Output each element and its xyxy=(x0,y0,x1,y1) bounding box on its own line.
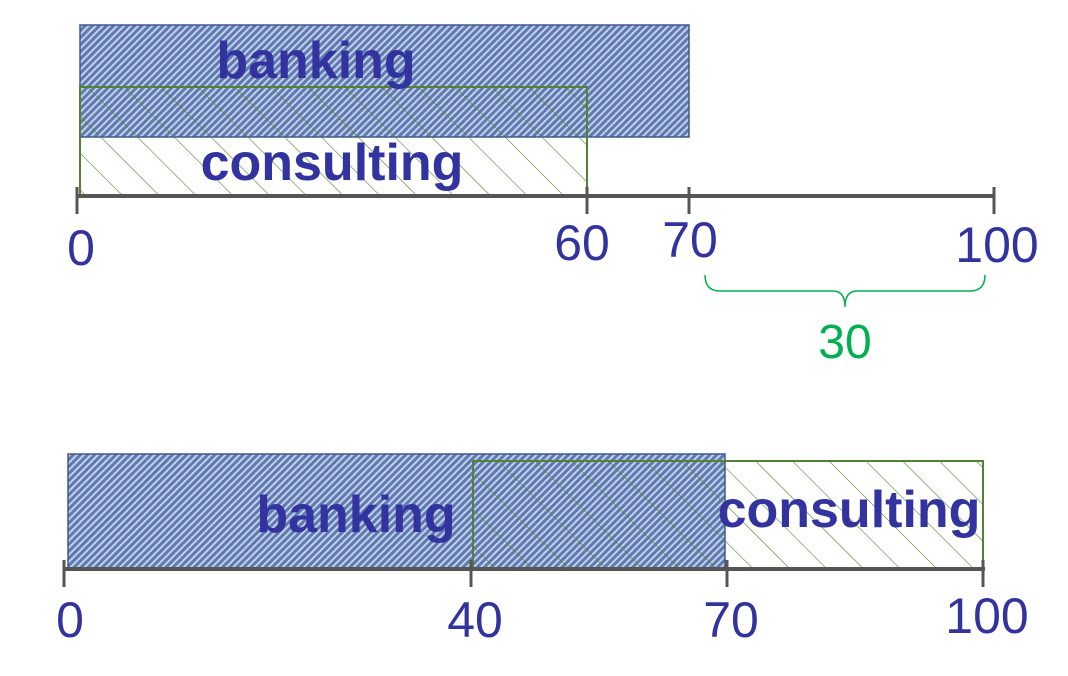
bottom-tick-label-0: 0 xyxy=(56,592,84,648)
bottom-tick-label-40: 40 xyxy=(447,592,503,648)
bottom-consulting-label: consulting xyxy=(718,481,981,539)
top-brace-label: 30 xyxy=(818,316,871,369)
top-brace xyxy=(704,274,986,308)
top-consulting-label: consulting xyxy=(201,134,464,192)
top-tick-label-0: 0 xyxy=(67,220,95,276)
top-tick-label-60: 60 xyxy=(554,215,610,271)
bottom-diagram: banking consulting 0 40 70 100 xyxy=(56,453,1029,648)
bottom-banking-label: banking xyxy=(256,486,455,544)
top-tick-label-100: 100 xyxy=(955,217,1038,273)
top-tick-label-70: 70 xyxy=(662,212,718,268)
top-diagram: banking consulting 0 60 70 100 30 xyxy=(67,24,1039,369)
top-banking-label: banking xyxy=(216,32,415,90)
bottom-tick-label-100: 100 xyxy=(945,588,1028,644)
bottom-consulting-bar xyxy=(472,460,984,569)
top-consulting-bar xyxy=(79,86,588,197)
bottom-tick-label-70: 70 xyxy=(703,592,759,648)
